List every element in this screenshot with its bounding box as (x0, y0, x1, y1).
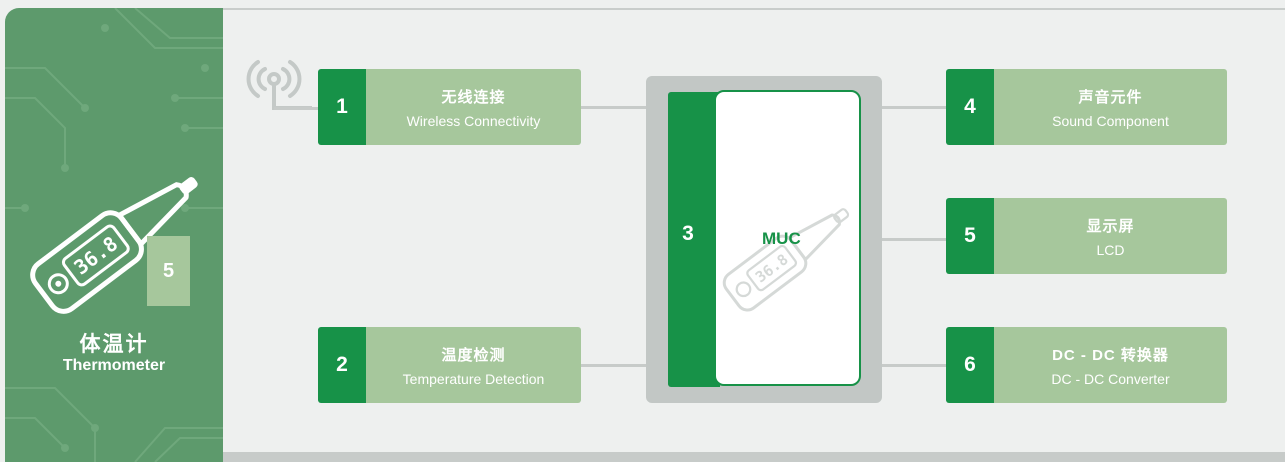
block-body: 无线连接 Wireless Connectivity (366, 69, 581, 145)
block-sound-component: 4 声音元件 Sound Component (946, 69, 1227, 145)
block-body: 声音元件 Sound Component (994, 69, 1227, 145)
thermometer-panel: 36.8 5 体温计 Thermometer (5, 8, 223, 462)
block-wireless-connectivity: 1 无线连接 Wireless Connectivity (318, 69, 581, 145)
connector-6 (880, 364, 948, 367)
block-label-en: Temperature Detection (402, 370, 545, 387)
block-temperature-detection: 2 温度检测 Temperature Detection (318, 327, 581, 403)
block-number: 1 (318, 69, 366, 145)
wifi-antenna-icon (246, 60, 312, 110)
connector-2 (580, 364, 648, 367)
block-number: 6 (946, 327, 994, 403)
block-body: DC - DC 转换器 DC - DC Converter (994, 327, 1227, 403)
frame-bottom-border (220, 452, 1285, 462)
block-label-en: Wireless Connectivity (406, 112, 541, 129)
block-label-en: DC - DC Converter (1051, 370, 1170, 387)
block-label-cn: 声音元件 (1078, 88, 1143, 106)
connector-1 (580, 106, 648, 109)
thermometer-display: 36.8 (69, 231, 122, 279)
side-badge: 5 (147, 236, 190, 306)
block-label-cn: 显示屏 (1086, 217, 1135, 235)
antenna-connector (274, 107, 318, 110)
frame-top-border (220, 8, 1285, 10)
connector-4 (880, 106, 948, 109)
block-body: 显示屏 LCD (994, 198, 1227, 274)
block-label-en: LCD (1096, 241, 1125, 258)
block-label-cn: 温度检测 (441, 346, 506, 364)
mcu-thermometer-display: 36.8 (752, 250, 792, 286)
block-body: 温度检测 Temperature Detection (366, 327, 581, 403)
mcu-label: MUC (762, 229, 801, 248)
circuit-traces-decoration (5, 8, 223, 462)
thermometer-icon: 36.8 (30, 177, 198, 314)
block-number: 5 (946, 198, 994, 274)
block-label-en: Sound Component (1052, 112, 1169, 129)
block-label-cn: DC - DC 转换器 (1052, 346, 1169, 364)
connector-5 (880, 238, 948, 241)
mcu-inner-card (714, 90, 861, 386)
mcu-thermometer-watermark-icon: 36.8 (722, 208, 850, 312)
block-lcd: 5 显示屏 LCD (946, 198, 1227, 274)
block-number: 4 (946, 69, 994, 145)
block-label-cn: 无线连接 (441, 88, 506, 106)
mcu-number-strip (668, 92, 720, 387)
block-dc-dc-converter: 6 DC - DC 转换器 DC - DC Converter (946, 327, 1227, 403)
block-number: 2 (318, 327, 366, 403)
mcu-number: 3 (682, 222, 694, 245)
panel-title-en: Thermometer (62, 357, 166, 374)
panel-title-cn: 体温计 (79, 333, 149, 356)
